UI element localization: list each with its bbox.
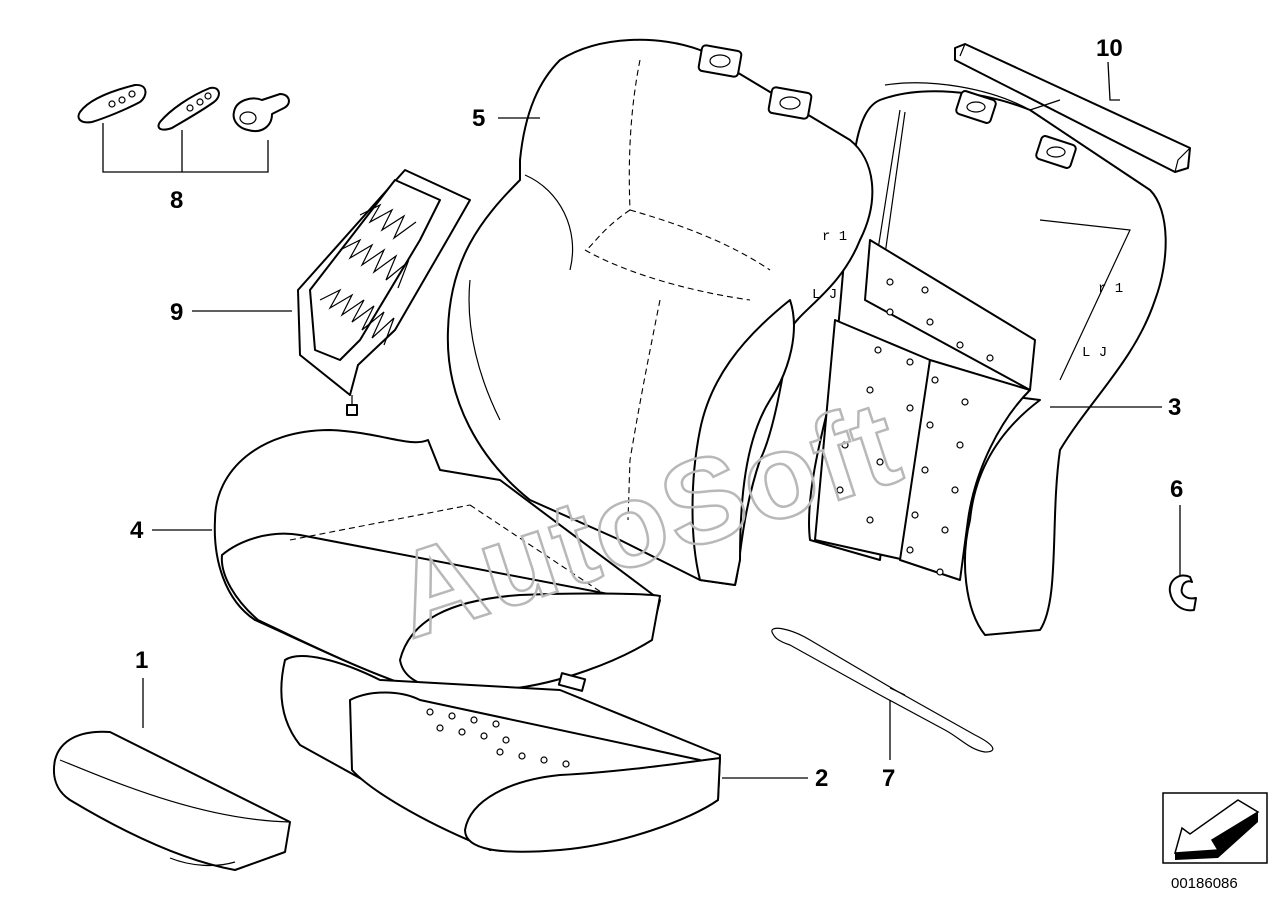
seat-pan-holes [426, 708, 570, 768]
callout-8: 8 [170, 187, 183, 214]
svg-text:L J: L J [1082, 345, 1107, 361]
leader-lines [142, 61, 1181, 779]
svg-text:r 1: r 1 [1098, 281, 1123, 297]
callout-5: 5 [472, 105, 485, 132]
part-1-front-edge-pad[interactable] [52, 730, 291, 871]
part-10-trim-strip[interactable] [954, 43, 1191, 173]
part-3-backrest-cover[interactable]: r 1 L J [808, 82, 1167, 636]
callout-2: 2 [815, 765, 828, 792]
callout-10: 10 [1096, 35, 1123, 62]
callout-6: 6 [1170, 476, 1183, 503]
part-5-backrest-pad[interactable]: r 1 L J [446, 38, 874, 586]
part-6-clip[interactable] [1168, 574, 1197, 612]
document-number: 00186086 [1171, 875, 1238, 892]
part-8-brackets-and-screw[interactable] [77, 83, 290, 173]
part-9-side-heating-mat[interactable] [297, 169, 471, 416]
callout-9: 9 [170, 299, 183, 326]
perforation-holes [836, 278, 994, 576]
part-2-seat-pan[interactable] [280, 655, 721, 853]
callout-4: 4 [130, 517, 144, 544]
callout-labels: 1 2 3 4 5 6 7 8 9 10 [130, 35, 1183, 792]
orientation-arrow-box [1162, 792, 1268, 864]
callout-1: 1 [135, 647, 148, 674]
callout-7: 7 [882, 765, 895, 792]
svg-text:r 1: r 1 [822, 229, 847, 245]
svg-text:L J: L J [812, 287, 837, 303]
callout-3: 3 [1168, 394, 1181, 421]
part-7-wire[interactable] [771, 627, 994, 753]
